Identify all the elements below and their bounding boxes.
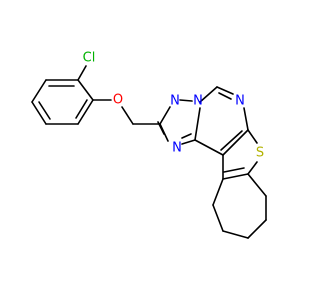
- bond: [218, 92, 232, 100]
- bond: [247, 219, 267, 239]
- bridgehead-nitrogen-label: N: [193, 94, 203, 109]
- bond: [77, 65, 87, 81]
- bond: [77, 99, 94, 125]
- bond: [179, 99, 193, 102]
- bond: [199, 86, 218, 103]
- bond: [220, 130, 243, 151]
- bond: [212, 204, 224, 232]
- bond: [31, 79, 47, 103]
- bond: [194, 107, 201, 141]
- bond: [247, 173, 267, 197]
- bond: [77, 79, 94, 101]
- sulfur-atom-label: S: [256, 146, 264, 161]
- bond: [121, 106, 134, 125]
- bond: [222, 173, 249, 180]
- atom-labels: Cl O N N N N S: [83, 51, 264, 161]
- bond: [181, 133, 192, 139]
- oxygen-atom-label: O: [113, 93, 123, 108]
- pyrimidine-nitrogen-label: N: [235, 94, 245, 109]
- bond: [223, 167, 245, 173]
- bond: [194, 139, 224, 156]
- bond: [181, 139, 196, 145]
- molecule-canvas: Cl O N N N N S: [31, 51, 267, 239]
- bond: [212, 178, 224, 206]
- bond: [222, 230, 249, 239]
- bond: [222, 129, 249, 156]
- triazole-nitrogen-label: N: [170, 94, 180, 109]
- bonds: [31, 65, 267, 239]
- bond: [157, 121, 165, 135]
- chlorine-atom-label: Cl: [83, 51, 96, 66]
- bond: [159, 106, 171, 125]
- triazole-nitrogen-label: N: [172, 141, 182, 156]
- bond: [38, 101, 51, 120]
- bond: [31, 101, 47, 125]
- bond: [243, 107, 249, 131]
- structure-diagram: Cl O N N N N S: [31, 51, 267, 239]
- bond: [247, 161, 258, 175]
- bond: [247, 129, 258, 144]
- bond: [75, 99, 88, 119]
- bond: [216, 86, 234, 95]
